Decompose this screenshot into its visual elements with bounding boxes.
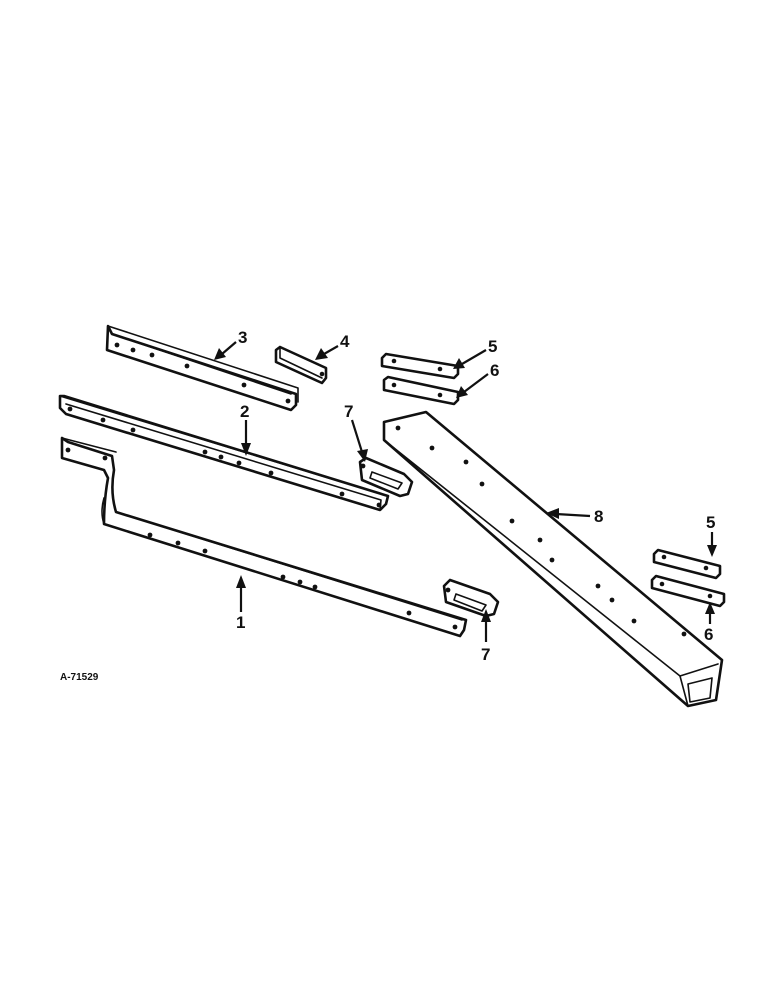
- leader-6b: [705, 602, 715, 624]
- part-7-clip-upper: [358, 456, 414, 498]
- part-6-plate-lower: [650, 574, 726, 608]
- callout-7-upper: 7: [344, 402, 353, 421]
- leader-5a: [453, 349, 487, 369]
- leader-7a: [350, 419, 368, 462]
- leader-4: [315, 345, 339, 360]
- leader-8: [546, 508, 591, 519]
- part-3-bar: [105, 324, 299, 412]
- part-4-plate: [274, 345, 328, 385]
- callout-1: 1: [236, 613, 245, 632]
- callout-2: 2: [240, 402, 249, 421]
- leader-2: [241, 420, 251, 456]
- callout-5-lower: 5: [706, 513, 715, 532]
- callout-4: 4: [340, 332, 350, 351]
- callout-3: 3: [238, 328, 247, 347]
- leader-5b: [707, 532, 717, 557]
- leader-6a: [456, 373, 489, 398]
- callout-8: 8: [594, 507, 603, 526]
- callout-5-upper: 5: [488, 337, 497, 356]
- part-6-plate-upper: [382, 375, 460, 406]
- part-8-square-tube: [382, 410, 724, 708]
- callout-6-upper: 6: [490, 361, 499, 380]
- part-7-clip-lower: [442, 578, 500, 618]
- leader-3: [214, 341, 237, 360]
- callout-7-lower: 7: [481, 645, 490, 664]
- part-5-plate-upper: [380, 352, 460, 380]
- part-5-plate-lower: [652, 548, 722, 580]
- part-2-bar: [58, 394, 390, 512]
- leader-1: [236, 575, 246, 612]
- leader-7b: [481, 609, 491, 642]
- figure-reference: A-71529: [60, 672, 99, 683]
- callout-6-lower: 6: [704, 625, 713, 644]
- part-1-bent-bar: [60, 436, 468, 638]
